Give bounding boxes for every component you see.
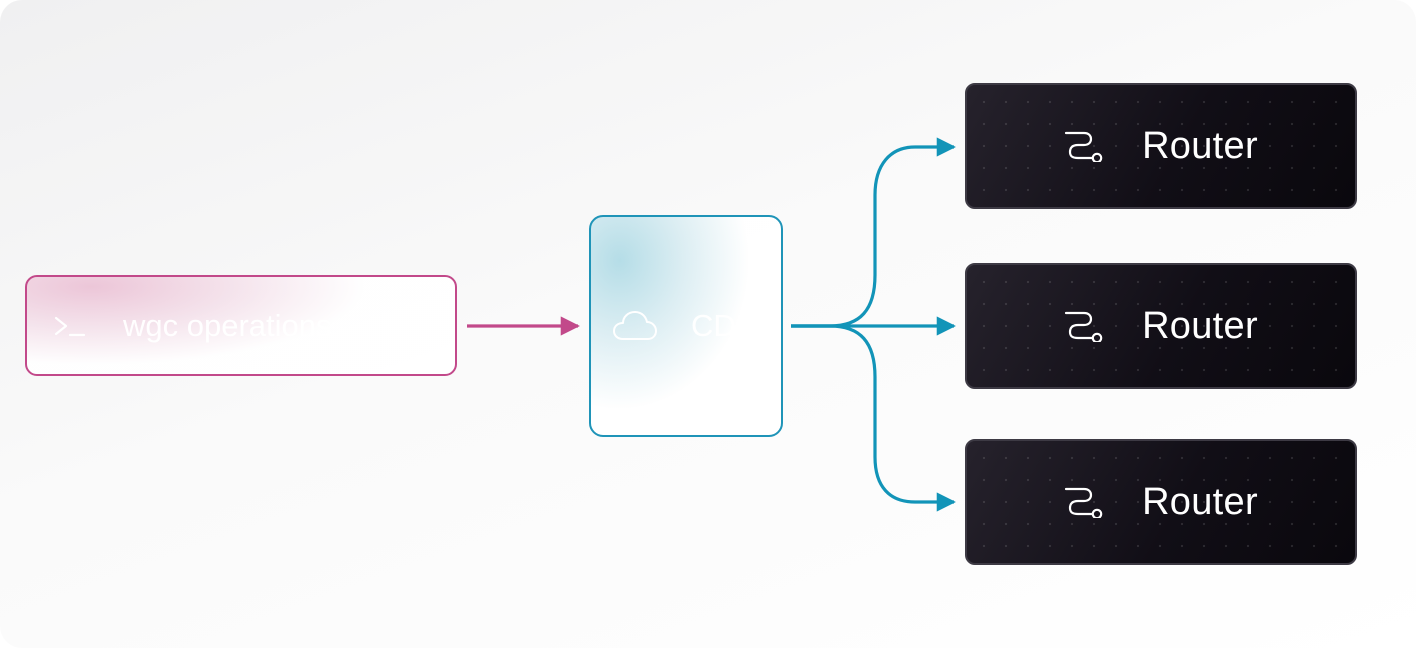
route-icon [1064,486,1104,520]
cdn-node-label: CDN [691,308,759,343]
source-node-label: wgc operations [123,307,332,343]
router-node-3[interactable]: Router [965,439,1357,565]
router-label: Router [1142,304,1258,347]
router-label: Router [1142,124,1258,167]
route-icon [1064,130,1104,164]
edge-cdn-to-router-1 [791,137,956,328]
route-icon [1064,310,1104,344]
edge-cdn-to-router-3 [791,324,956,512]
cdn-node[interactable]: CDN [589,215,783,437]
router-node-1[interactable]: Router [965,83,1357,209]
terminal-icon [53,312,87,340]
cloud-icon [611,308,659,344]
router-node-2[interactable]: Router [965,263,1357,389]
router-label: Router [1142,480,1258,523]
source-node[interactable]: wgc operations [25,275,457,376]
